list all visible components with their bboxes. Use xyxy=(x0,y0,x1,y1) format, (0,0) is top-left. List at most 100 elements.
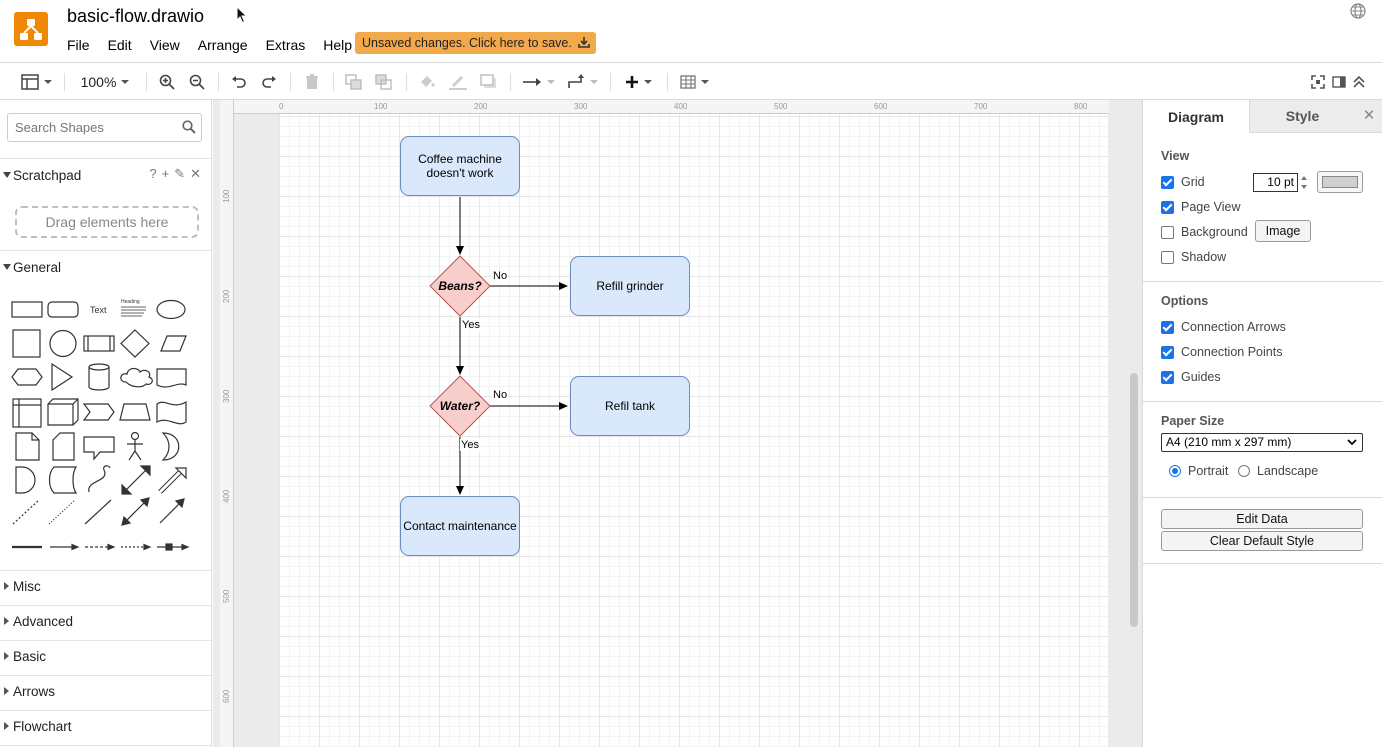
landscape-radio-row[interactable]: Landscape xyxy=(1238,464,1318,478)
diagram-page[interactable]: Coffee machine doesn't work Refill grind… xyxy=(279,114,1108,747)
triangle-shape[interactable] xyxy=(51,362,74,392)
edge-label-yes[interactable]: Yes xyxy=(461,319,481,331)
ellipse-shape[interactable] xyxy=(156,299,186,320)
tab-diagram[interactable]: Diagram xyxy=(1143,100,1250,133)
format-panel-toggle-button[interactable] xyxy=(1330,71,1348,93)
card-shape[interactable] xyxy=(52,432,75,461)
internal-storage-shape[interactable] xyxy=(12,398,42,428)
shadow-checkbox-row[interactable]: Shadow xyxy=(1161,250,1226,264)
fill-color-button[interactable] xyxy=(416,71,438,93)
menu-file[interactable]: File xyxy=(67,37,90,53)
menu-view[interactable]: View xyxy=(149,37,180,53)
background-checkbox[interactable] xyxy=(1161,225,1174,239)
grid-color-button[interactable] xyxy=(1317,171,1363,193)
text-shape[interactable]: Text xyxy=(90,305,107,315)
landscape-radio[interactable] xyxy=(1238,465,1250,477)
add-icon[interactable]: + xyxy=(161,166,170,181)
dotted-line-shape[interactable] xyxy=(48,499,76,525)
table-button[interactable] xyxy=(676,71,712,93)
collapse-header-button[interactable] xyxy=(1350,71,1368,93)
search-icon[interactable] xyxy=(182,120,196,134)
background-image-button[interactable]: Image xyxy=(1255,220,1311,242)
to-front-button[interactable] xyxy=(343,71,365,93)
arrow-shape[interactable] xyxy=(158,467,187,494)
and-shape[interactable] xyxy=(15,466,36,494)
decision-beans-shape[interactable] xyxy=(429,255,491,317)
process-shape[interactable] xyxy=(83,335,115,352)
edit-data-button[interactable]: Edit Data xyxy=(1161,509,1363,529)
dotted-edge-shape[interactable] xyxy=(121,543,152,551)
cube-shape[interactable] xyxy=(47,398,79,426)
misc-section-header[interactable]: Misc xyxy=(0,570,211,604)
cylinder-shape[interactable] xyxy=(88,363,110,391)
step-shape[interactable] xyxy=(82,403,115,421)
close-panel-icon[interactable]: ✕ xyxy=(1355,100,1382,133)
connection-points-row[interactable]: Connection Points xyxy=(1161,345,1282,359)
general-section-header[interactable]: General xyxy=(0,251,211,285)
line-shape[interactable] xyxy=(84,499,112,525)
document-shape[interactable] xyxy=(156,368,187,388)
node-contact-maintenance[interactable]: Contact maintenance xyxy=(400,496,520,556)
fullscreen-button[interactable] xyxy=(1309,71,1327,93)
vertical-scrollbar[interactable] xyxy=(1130,373,1138,627)
grid-size-stepper-icon[interactable] xyxy=(1299,173,1309,192)
hexagon-shape[interactable] xyxy=(11,368,43,386)
rectangle-shape[interactable] xyxy=(11,301,43,318)
scratchpad-section-header[interactable]: Scratchpad ? + ✎ ✕ xyxy=(0,159,211,193)
advanced-section-header[interactable]: Advanced xyxy=(0,605,211,639)
unsaved-changes-button[interactable]: Unsaved changes. Click here to save. xyxy=(355,32,596,54)
diamond-shape[interactable] xyxy=(120,329,150,358)
edge-label-no[interactable]: No xyxy=(492,270,509,282)
decision-water-shape[interactable] xyxy=(429,375,491,437)
insert-button[interactable] xyxy=(620,71,656,93)
actor-shape[interactable] xyxy=(127,431,143,461)
grid-size-input[interactable]: 10 pt xyxy=(1253,173,1298,192)
waypoints-button[interactable] xyxy=(564,71,600,93)
undo-button[interactable] xyxy=(228,71,250,93)
directional-connector-shape[interactable] xyxy=(159,498,185,524)
square-shape[interactable] xyxy=(12,329,41,358)
curve-shape[interactable] xyxy=(88,465,111,493)
redo-button[interactable] xyxy=(258,71,280,93)
help-icon[interactable]: ? xyxy=(149,166,157,181)
connection-arrows-checkbox[interactable] xyxy=(1161,320,1174,334)
textbox-shape[interactable]: Heading xyxy=(121,299,146,317)
connection-style-button[interactable] xyxy=(520,71,556,93)
cloud-shape[interactable] xyxy=(120,367,153,388)
node-refill-grinder[interactable]: Refill grinder xyxy=(570,256,690,316)
bidirectional-connector-shape[interactable] xyxy=(121,497,150,526)
menu-help[interactable]: Help xyxy=(323,37,353,53)
grid-checkbox[interactable] xyxy=(1161,175,1174,189)
edge-label-no[interactable]: No xyxy=(492,389,509,401)
menu-edit[interactable]: Edit xyxy=(107,37,132,53)
connection-arrows-row[interactable]: Connection Arrows xyxy=(1161,320,1286,334)
connection-points-checkbox[interactable] xyxy=(1161,345,1174,359)
zoom-in-button[interactable] xyxy=(156,71,178,93)
shadow-checkbox[interactable] xyxy=(1161,250,1174,264)
edge-label-yes[interactable]: Yes xyxy=(460,439,480,451)
language-globe-icon[interactable] xyxy=(1349,2,1367,20)
connector-label-shape[interactable] xyxy=(157,543,190,551)
menu-extras[interactable]: Extras xyxy=(265,37,306,53)
drawio-logo-icon[interactable] xyxy=(14,12,48,46)
callout-shape[interactable] xyxy=(83,436,115,461)
dashed-edge-shape[interactable] xyxy=(85,543,116,551)
bidirectional-arrow-shape[interactable] xyxy=(121,465,151,495)
menu-arrange[interactable]: Arrange xyxy=(197,37,248,53)
document-title[interactable]: basic-flow.drawio xyxy=(67,6,205,26)
dashed-line-shape[interactable] xyxy=(12,499,40,525)
node-refill-tank[interactable]: Refil tank xyxy=(570,376,690,436)
guides-row[interactable]: Guides xyxy=(1161,370,1221,384)
tab-style[interactable]: Style xyxy=(1250,100,1355,133)
scratchpad-drop-area[interactable]: Drag elements here xyxy=(15,206,199,238)
portrait-radio-row[interactable]: Portrait xyxy=(1169,464,1228,478)
or-shape[interactable] xyxy=(161,432,180,461)
portrait-radio[interactable] xyxy=(1169,465,1181,477)
search-shapes-input[interactable] xyxy=(8,114,178,141)
circle-shape[interactable] xyxy=(49,329,77,358)
paper-size-select[interactable]: A4 (210 mm x 297 mm) xyxy=(1161,433,1363,452)
page-view-checkbox-row[interactable]: Page View xyxy=(1161,200,1241,214)
edit-icon[interactable]: ✎ xyxy=(174,166,186,181)
rounded-rectangle-shape[interactable] xyxy=(47,301,79,318)
to-back-button[interactable] xyxy=(373,71,395,93)
